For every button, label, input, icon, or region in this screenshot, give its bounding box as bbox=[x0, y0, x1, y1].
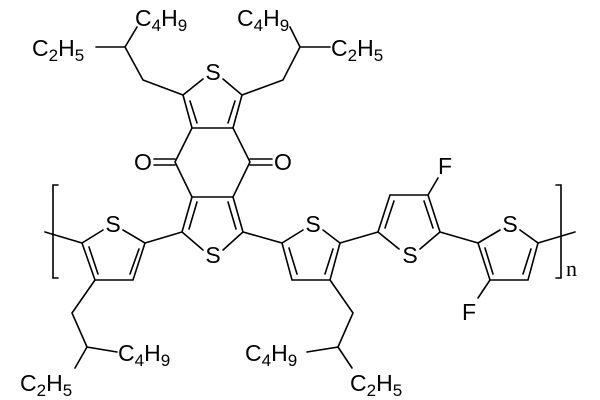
butyl-label: C4H9 bbox=[237, 5, 289, 35]
butyl-label: C4H9 bbox=[135, 5, 187, 35]
sulfur-label: S bbox=[205, 59, 220, 85]
sulfur-label: S bbox=[305, 211, 320, 237]
oxygen-label: O bbox=[134, 149, 152, 175]
ethyl-label: C2H5 bbox=[20, 370, 72, 400]
repeat-index: n bbox=[566, 256, 577, 281]
ethyl-label: C2H5 bbox=[331, 35, 383, 65]
sulfur-label: S bbox=[105, 211, 120, 237]
ethyl-label: C2H5 bbox=[32, 35, 84, 65]
bonds bbox=[44, 26, 576, 369]
right-bracket bbox=[555, 184, 562, 279]
atom-labels: S S S S S S O O F F bbox=[105, 59, 517, 325]
fluorine-label: F bbox=[438, 153, 452, 179]
sulfur-label: S bbox=[502, 211, 517, 237]
butyl-label: C4H9 bbox=[245, 340, 297, 370]
sulfur-label: S bbox=[205, 242, 220, 268]
fluorine-label: F bbox=[462, 299, 476, 325]
ethyl-label: C2H5 bbox=[350, 370, 402, 400]
left-bracket bbox=[52, 184, 59, 279]
oxygen-label: O bbox=[274, 149, 292, 175]
group-labels: C2H5 C4H9 C4H9 C2H5 C4H9 C2H5 C4H9 C2H5 … bbox=[20, 5, 577, 400]
sulfur-label: S bbox=[402, 242, 417, 268]
butyl-label: C4H9 bbox=[118, 340, 170, 370]
